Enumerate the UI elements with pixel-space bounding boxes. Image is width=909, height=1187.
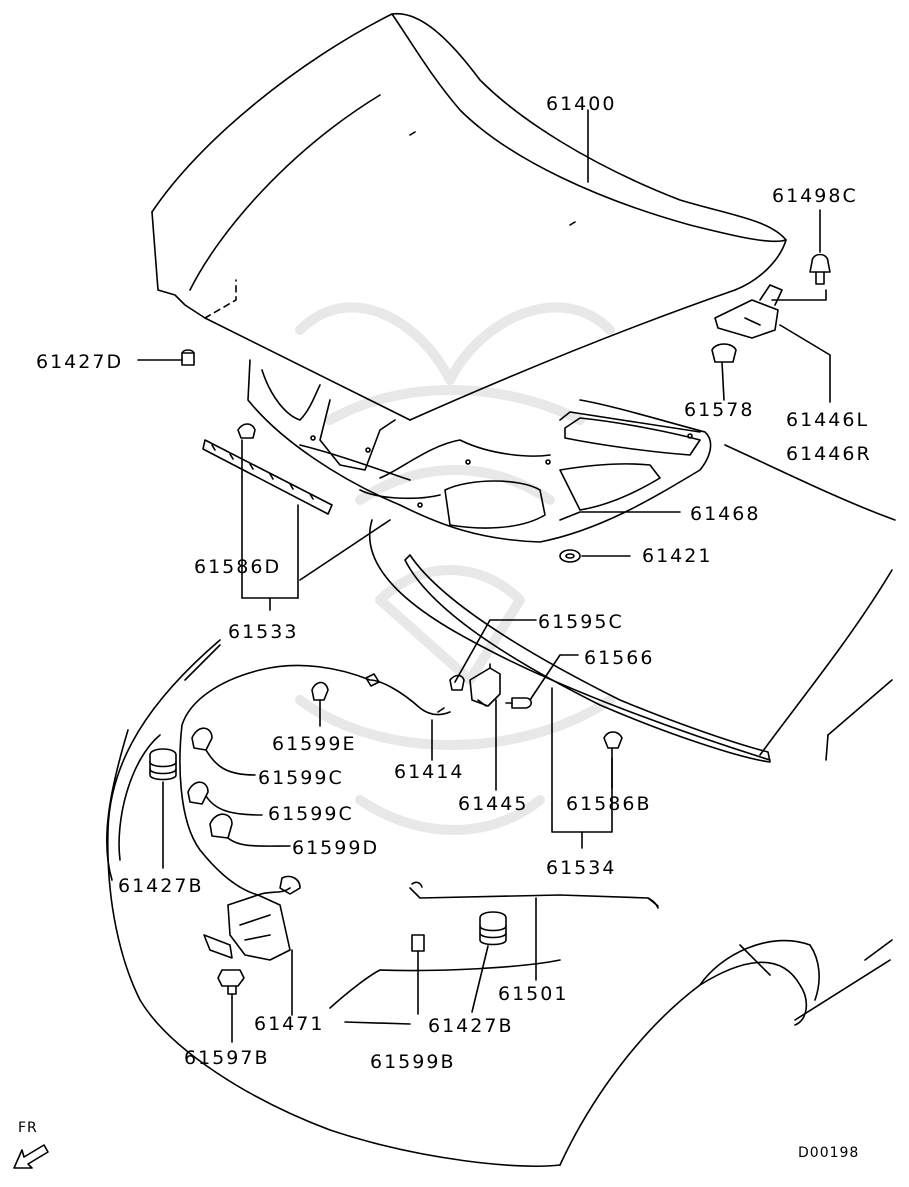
hood-panel: [151, 12, 787, 421]
part-label-61597b: 61597B: [184, 1047, 270, 1069]
part-label-61427b-bottom: 61427B: [428, 1015, 514, 1037]
part-label-61501: 61501: [498, 983, 569, 1005]
part-label-61586b: 61586B: [566, 793, 652, 815]
diagram-code: D00198: [798, 1145, 860, 1161]
part-label-61566: 61566: [584, 647, 655, 669]
hood-inner-frame: [247, 359, 712, 543]
part-label-61468: 61468: [690, 503, 761, 525]
logo-watermark: [295, 302, 615, 835]
part-label-61599d: 61599D: [292, 837, 380, 859]
arrow-fr-icon: [13, 1144, 49, 1169]
part-label-61446r: 61446R: [786, 443, 872, 465]
part-label-61427b-left: 61427B: [118, 875, 204, 897]
part-label-61414: 61414: [394, 761, 465, 783]
part-label-61427d: 61427D: [36, 351, 124, 373]
part-label-61599e: 61599E: [272, 733, 357, 755]
part-label-61446l: 61446L: [786, 409, 870, 431]
part-label-61421: 61421: [642, 545, 713, 567]
part-label-61586d: 61586D: [194, 556, 282, 578]
part-label-61498c: 61498C: [772, 185, 858, 207]
part-label-61471: 61471: [254, 1013, 325, 1035]
part-label-61400: 61400: [546, 93, 617, 115]
part-label-61599c-a: 61599C: [258, 767, 344, 789]
part-label-61595c: 61595C: [538, 611, 624, 633]
part-label-61445: 61445: [458, 793, 529, 815]
part-label-61599c-b: 61599C: [268, 803, 354, 825]
direction-marker-label: FR: [18, 1120, 38, 1136]
part-label-61534: 61534: [546, 857, 617, 879]
part-label-61599b: 61599B: [370, 1051, 456, 1073]
part-label-61533: 61533: [228, 621, 299, 643]
part-label-61578: 61578: [684, 399, 755, 421]
